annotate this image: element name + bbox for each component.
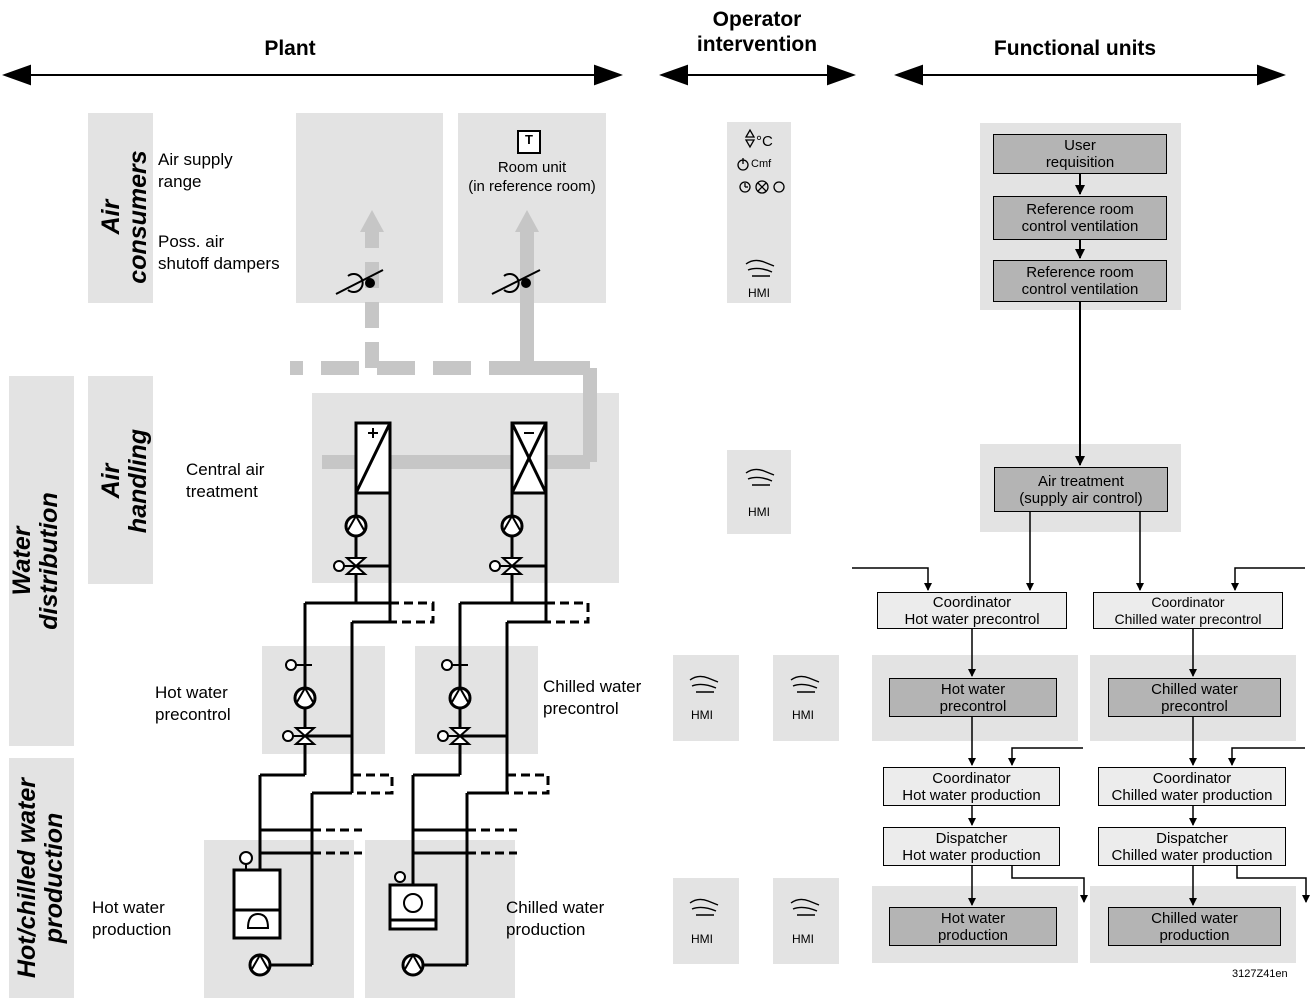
label-central-air-treatment: Central air treatment (186, 460, 265, 501)
fu-coordinator-hw-precontrol: Coordinator Hot water precontrol (877, 592, 1067, 629)
fu-air-treatment: Air treatment (supply air control) (994, 467, 1168, 512)
room-unit-symbol: T (525, 132, 533, 147)
fu-reference-room-1: Reference room control ventilation (993, 196, 1167, 240)
fu-coordinator-cw-precontrol: Coordinator Chilled water precontrol (1093, 592, 1283, 629)
fu-hw-production: Hot water production (889, 907, 1057, 946)
comfort-label: Cmf (751, 158, 772, 170)
hmi-label: HMI (748, 286, 770, 300)
label-shutoff-dampers: Poss. air shutoff dampers (158, 232, 280, 273)
fu-coordinator-hw-production: Coordinator Hot water production (883, 767, 1060, 806)
chiller (388, 871, 438, 931)
duct-arrowheads (360, 210, 539, 232)
label-water-distribution: Water distribution (8, 492, 63, 630)
fu-dispatcher-cw-production: Dispatcher Chilled water production (1098, 827, 1286, 866)
label-air-supply-range: Air supply range (158, 150, 233, 191)
header-operator-intervention: Operator intervention (696, 8, 818, 56)
fu-hw-precontrol: Hot water precontrol (889, 678, 1057, 717)
label-production: Hot/chilled water production (13, 777, 68, 979)
label-hot-water-precontrol: Hot water precontrol (155, 683, 231, 724)
pumps (248, 514, 524, 977)
hmi-label: HMI (691, 932, 713, 946)
hmi-hand-icons (689, 259, 820, 916)
operator-icons (737, 128, 785, 194)
fu-cw-production: Chilled water production (1108, 907, 1281, 946)
functional-arrows (852, 174, 1310, 906)
hmi-label: HMI (691, 708, 713, 722)
air-dampers (335, 269, 541, 295)
label-air-handling: Air handling (97, 428, 152, 534)
fu-cw-precontrol: Chilled water precontrol (1108, 678, 1281, 717)
header-plant: Plant (264, 37, 316, 60)
hmi-label: HMI (748, 505, 770, 519)
cooling-coil (510, 421, 548, 495)
header-arrows (2, 64, 1286, 86)
fu-dispatcher-hw-production: Dispatcher Hot water production (883, 827, 1060, 866)
hmi-label: HMI (792, 932, 814, 946)
label-hot-water-production: Hot water production (92, 898, 172, 939)
temp-unit: °C (756, 133, 773, 150)
three-way-valves (282, 557, 524, 745)
figure-id: 3127Z41en (1232, 968, 1288, 980)
label-chilled-water-production: Chilled water production (506, 898, 605, 939)
header-functional-units: Functional units (993, 37, 1157, 60)
fu-user-requisition: User requisition (993, 134, 1167, 174)
room-unit-icon (517, 130, 541, 154)
hmi-label: HMI (792, 708, 814, 722)
label-chilled-water-precontrol: Chilled water precontrol (543, 677, 642, 718)
fu-coordinator-cw-production: Coordinator Chilled water production (1098, 767, 1286, 806)
label-room-unit: Room unit (in reference room) (468, 159, 596, 195)
label-air-consumers: Air consumers (97, 150, 152, 284)
boiler (232, 851, 282, 940)
fu-reference-room-2: Reference room control ventilation (993, 260, 1167, 302)
dashed-pipe-stubs (312, 601, 590, 855)
